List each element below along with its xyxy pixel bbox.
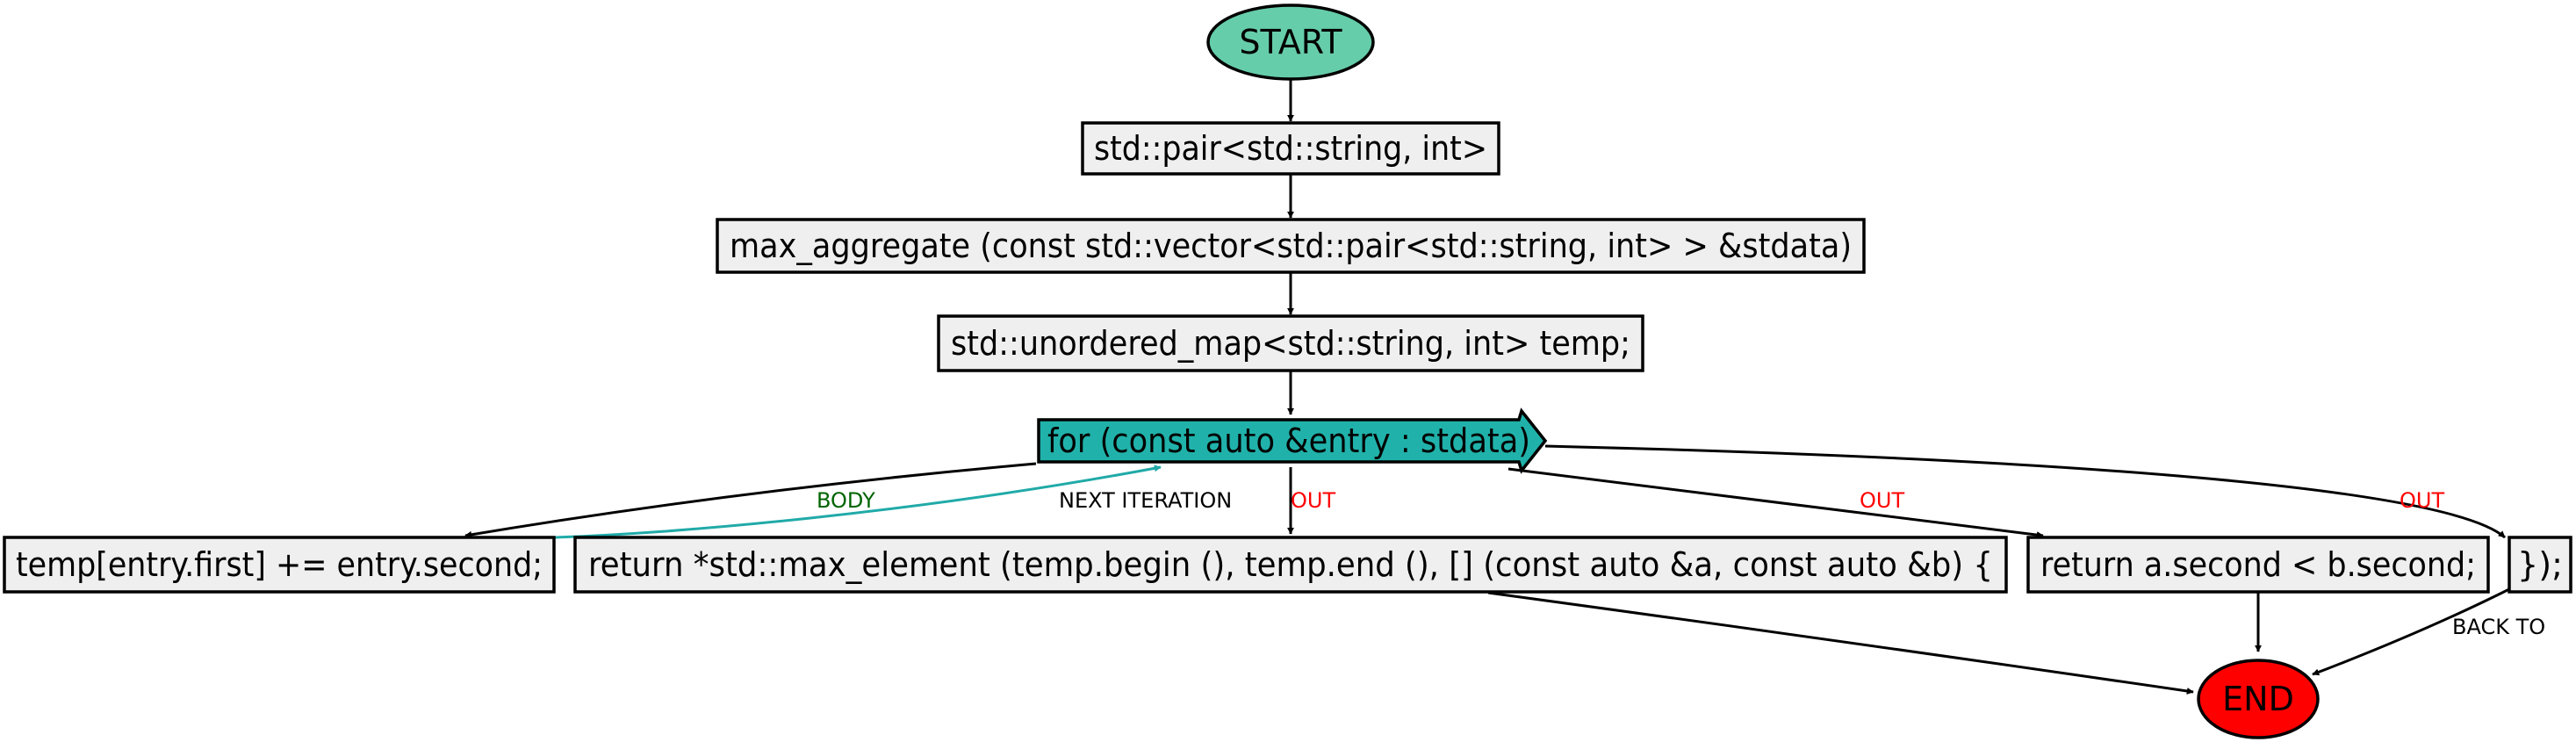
function-signature-label: max_aggregate (const std::vector<std::pa… <box>730 227 1852 265</box>
return-max-node[interactable]: return *std::max_element (temp.begin (),… <box>573 536 2008 594</box>
lambda-return-node[interactable]: return a.second < b.second; <box>2026 536 2490 594</box>
edge-label-out-close: OUT <box>2400 488 2444 513</box>
lambda-return-label: return a.second < b.second; <box>2040 545 2476 584</box>
return-max-label: return *std::max_element (temp.begin (),… <box>588 545 1993 584</box>
map-decl-label: std::unordered_map<std::string, int> tem… <box>951 324 1630 363</box>
edge-label-out-lambda: OUT <box>1860 488 1904 513</box>
end-node[interactable]: END <box>2197 659 2320 739</box>
map-decl-node[interactable]: std::unordered_map<std::string, int> tem… <box>937 314 1644 372</box>
edge-for-to-lambda-return <box>1507 467 2044 539</box>
edge-for-to-lambda-close <box>1544 444 2506 539</box>
edge-labels: BODY NEXT ITERATION OUT OUT OUT BACK TO <box>817 488 2545 639</box>
edge-label-body: BODY <box>817 488 875 513</box>
for-loop-label: for (const auto &entry : stdata) <box>1047 421 1530 460</box>
start-node[interactable]: START <box>1206 4 1375 81</box>
lambda-close-label: }); <box>2517 545 2563 584</box>
pair-type-node[interactable]: std::pair<std::string, int> <box>1081 121 1500 176</box>
edge-return-max-to-end <box>1487 591 2194 695</box>
edge-lambda-close-back-to-end <box>2312 587 2512 676</box>
edge-for-to-body <box>464 462 1037 538</box>
edge-label-next-iteration: NEXT ITERATION <box>1059 488 1232 513</box>
lambda-close-node[interactable]: }); <box>2508 536 2572 594</box>
edge-label-out-center: OUT <box>1291 488 1335 513</box>
end-label: END <box>2222 680 2294 718</box>
pair-type-label: std::pair<std::string, int> <box>1094 129 1487 168</box>
function-signature-node[interactable]: max_aggregate (const std::vector<std::pa… <box>716 218 1866 274</box>
for-loop-node[interactable]: for (const auto &entry : stdata) <box>1037 407 1548 474</box>
nodes: START std::pair<std::string, int> max_ag… <box>3 4 2572 739</box>
start-label: START <box>1239 23 1342 61</box>
loop-body-label: temp[entry.first] += entry.second; <box>16 545 543 584</box>
edges <box>464 79 2512 695</box>
edge-body-next-iteration <box>554 465 1162 539</box>
edge-label-back-to: BACK TO <box>2452 615 2545 639</box>
loop-body-node[interactable]: temp[entry.first] += entry.second; <box>3 536 556 594</box>
